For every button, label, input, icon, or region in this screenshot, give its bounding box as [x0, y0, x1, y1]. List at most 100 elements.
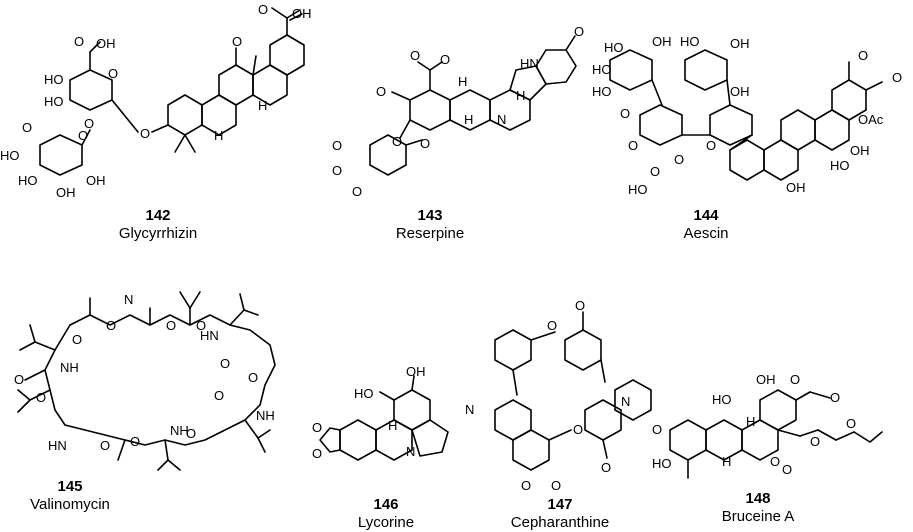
- svg-text:O: O: [674, 152, 684, 167]
- caption-144: 144 Aescin: [606, 207, 806, 243]
- structure-145: N O O O HN O O NH O O NH O O HN O O NH O: [14, 291, 276, 471]
- compound-name: Lycorine: [357, 514, 415, 531]
- compound-number: 148: [745, 490, 771, 507]
- svg-text:O: O: [575, 298, 585, 313]
- svg-text:O: O: [790, 372, 800, 387]
- compound-name: Reserpine: [395, 225, 465, 242]
- svg-text:O: O: [846, 416, 856, 431]
- svg-text:HO: HO: [680, 34, 700, 49]
- svg-text:O: O: [312, 420, 322, 435]
- svg-text:OH: OH: [730, 84, 750, 99]
- caption-145: 145 Valinomycin: [0, 478, 170, 514]
- svg-text:O: O: [810, 434, 820, 449]
- structure-146: HO OH N H O O: [312, 364, 449, 461]
- compound-number: 144: [693, 207, 719, 224]
- svg-text:N: N: [497, 112, 506, 127]
- svg-text:O: O: [220, 356, 230, 371]
- compound-name: Cepharanthine: [510, 514, 610, 531]
- svg-text:N: N: [406, 444, 415, 459]
- svg-text:O: O: [196, 318, 206, 333]
- svg-text:O: O: [376, 84, 386, 99]
- svg-text:O: O: [84, 116, 94, 131]
- svg-text:O: O: [214, 388, 224, 403]
- svg-text:OAc: OAc: [858, 112, 884, 127]
- svg-text:H: H: [214, 128, 223, 143]
- svg-text:HO: HO: [592, 84, 612, 99]
- svg-text:N: N: [465, 402, 474, 417]
- svg-text:O: O: [410, 48, 420, 63]
- svg-text:O: O: [140, 126, 150, 141]
- svg-text:H: H: [464, 112, 473, 127]
- svg-text:O: O: [706, 138, 716, 153]
- svg-text:O: O: [74, 34, 84, 49]
- svg-text:NH: NH: [256, 408, 275, 423]
- svg-text:O: O: [232, 34, 242, 49]
- caption-143: 143 Reserpine: [330, 207, 530, 243]
- compound-number: 147: [547, 496, 573, 513]
- svg-text:O: O: [352, 184, 362, 199]
- svg-text:HO: HO: [354, 386, 374, 401]
- caption-148: 148 Bruceine A: [658, 490, 858, 526]
- svg-text:OH: OH: [56, 185, 76, 200]
- svg-text:HN: HN: [200, 328, 219, 343]
- svg-text:O: O: [332, 163, 342, 178]
- reserpine-skeleton: [369, 35, 577, 176]
- svg-text:O: O: [100, 438, 110, 453]
- compound-name: Valinomycin: [30, 496, 110, 513]
- aescin-skeleton: [609, 49, 883, 181]
- svg-text:O: O: [72, 332, 82, 347]
- svg-text:H: H: [258, 98, 267, 113]
- svg-text:O: O: [782, 462, 792, 477]
- svg-text:HO: HO: [44, 72, 64, 87]
- svg-text:OH: OH: [96, 36, 116, 51]
- structure-147: O O N O N O O O: [465, 298, 652, 493]
- svg-text:H: H: [458, 74, 467, 89]
- svg-text:O: O: [551, 478, 561, 493]
- svg-text:O: O: [258, 2, 268, 17]
- svg-text:HO: HO: [604, 40, 624, 55]
- svg-text:O: O: [78, 128, 88, 143]
- svg-text:NH: NH: [60, 360, 79, 375]
- svg-text:HO: HO: [830, 158, 850, 173]
- caption-147: 147 Cepharanthine: [460, 496, 660, 532]
- svg-text:HO: HO: [44, 94, 64, 109]
- svg-text:OH: OH: [406, 364, 426, 379]
- svg-text:O: O: [106, 318, 116, 333]
- svg-text:OH: OH: [786, 180, 806, 195]
- svg-text:O: O: [547, 318, 557, 333]
- svg-text:N: N: [621, 394, 630, 409]
- svg-text:H: H: [516, 88, 525, 103]
- svg-text:OH: OH: [756, 372, 776, 387]
- svg-text:O: O: [312, 446, 322, 461]
- compound-name: Bruceine A: [721, 508, 795, 525]
- svg-text:O: O: [628, 138, 638, 153]
- svg-text:O: O: [14, 372, 24, 387]
- svg-text:H: H: [746, 414, 755, 429]
- svg-text:O: O: [521, 478, 531, 493]
- svg-text:HN: HN: [520, 56, 539, 71]
- cepharanthine-skeleton: [494, 311, 652, 471]
- svg-text:HO: HO: [18, 173, 38, 188]
- glucuronic-acid-1: [69, 41, 139, 133]
- svg-text:O: O: [830, 390, 840, 405]
- caption-142: 142 Glycyrrhizin: [58, 207, 258, 243]
- svg-text:OH: OH: [292, 6, 312, 21]
- glycyrrhizin-skeleton: [151, 7, 305, 153]
- bruceine-skeleton: [669, 389, 883, 479]
- svg-text:O: O: [620, 106, 630, 121]
- svg-text:O: O: [601, 460, 611, 475]
- svg-text:O: O: [166, 318, 176, 333]
- svg-text:O: O: [573, 422, 583, 437]
- svg-text:O: O: [392, 134, 402, 149]
- svg-text:HO: HO: [0, 148, 20, 163]
- svg-text:OH: OH: [86, 173, 106, 188]
- svg-text:O: O: [332, 138, 342, 153]
- lycorine-skeleton: [319, 375, 449, 461]
- svg-text:O: O: [108, 66, 118, 81]
- svg-text:HO: HO: [652, 456, 672, 471]
- svg-text:O: O: [420, 136, 430, 151]
- svg-text:O: O: [130, 434, 140, 449]
- svg-text:H: H: [722, 454, 731, 469]
- svg-text:O: O: [652, 422, 662, 437]
- compound-number: 145: [57, 478, 83, 495]
